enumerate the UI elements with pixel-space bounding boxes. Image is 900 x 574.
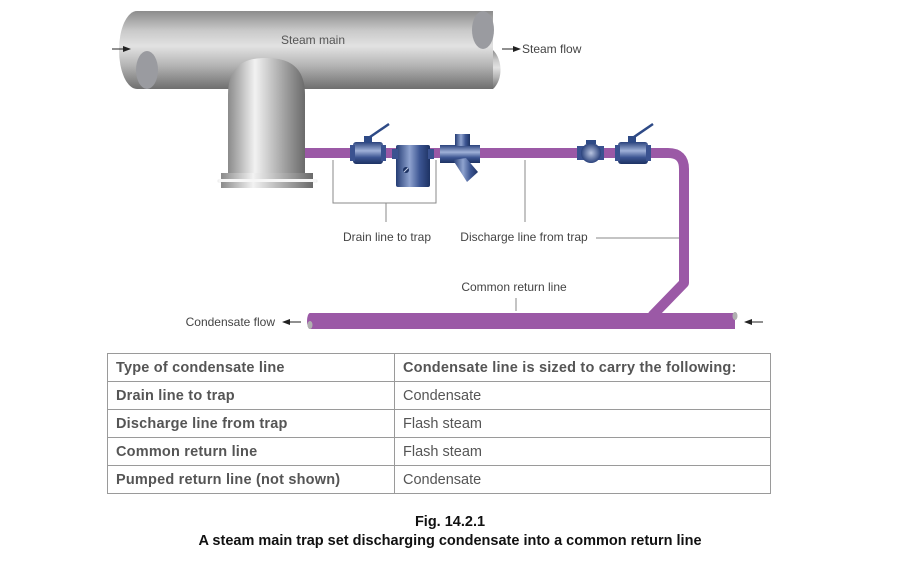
drain-line-bracket bbox=[332, 160, 437, 204]
steam-main-label: Steam main bbox=[281, 33, 345, 47]
isolation-valve-2-icon bbox=[615, 122, 693, 164]
strainer-icon bbox=[392, 145, 434, 187]
check-valve-icon bbox=[577, 140, 604, 163]
isolation-valve-icon bbox=[350, 122, 430, 164]
table-cell-type: Common return line bbox=[107, 437, 395, 466]
condensate-pipe bbox=[305, 148, 738, 329]
table-cell-sizing: Condensate bbox=[394, 465, 771, 494]
condensate-line-table: Type of condensate line Condensate line … bbox=[107, 353, 771, 494]
drain-line-label: Drain line to trap bbox=[343, 230, 431, 244]
figure-caption: A steam main trap set discharging conden… bbox=[198, 533, 702, 549]
steam-trap-icon bbox=[440, 134, 480, 182]
table-header-type: Type of condensate line bbox=[107, 353, 395, 382]
figure-number: Fig. 14.2.1 bbox=[414, 514, 486, 530]
table-cell-type: Drain line to trap bbox=[107, 381, 395, 410]
table-header-row: Type of condensate line Condensate line … bbox=[107, 353, 771, 382]
table-row: Discharge line from trap Flash steam bbox=[107, 409, 771, 438]
drop-leg-pipe bbox=[217, 58, 318, 188]
table-header-sizing: Condensate line is sized to carry the fo… bbox=[394, 353, 771, 382]
steam-main-pipe bbox=[119, 11, 501, 89]
table-cell-sizing: Flash steam bbox=[394, 409, 771, 438]
steam-trap-diagram: Steam main Steam flow bbox=[112, 11, 763, 329]
table-cell-type: Pumped return line (not shown) bbox=[107, 465, 395, 494]
table-cell-sizing: Condensate bbox=[394, 381, 771, 410]
discharge-line-label: Discharge line from trap bbox=[460, 230, 588, 244]
condensate-flow-label: Condensate flow bbox=[186, 315, 276, 329]
table-row: Drain line to trap Condensate bbox=[107, 381, 771, 410]
leader-lines bbox=[332, 160, 679, 311]
common-return-label: Common return line bbox=[461, 280, 567, 294]
table-row: Pumped return line (not shown) Condensat… bbox=[107, 465, 771, 494]
table-cell-type: Discharge line from trap bbox=[107, 409, 395, 438]
steam-flow-label: Steam flow bbox=[522, 42, 582, 56]
table-cell-sizing: Flash steam bbox=[394, 437, 771, 466]
table-row: Common return line Flash steam bbox=[107, 437, 771, 466]
